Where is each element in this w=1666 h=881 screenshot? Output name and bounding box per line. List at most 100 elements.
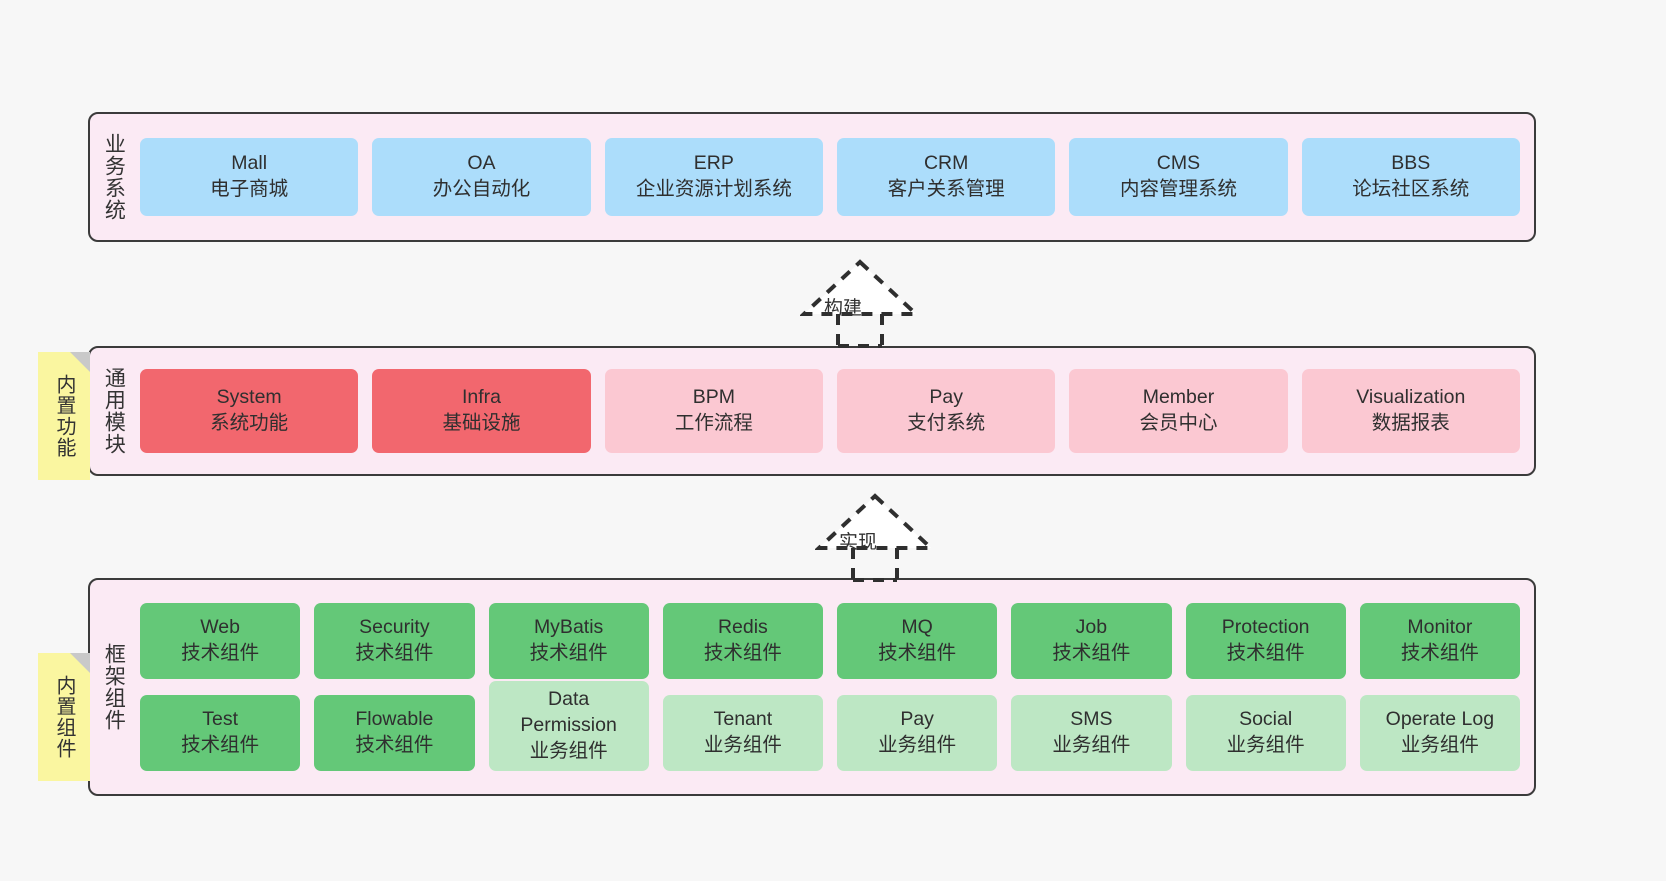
card-title: Test <box>202 708 238 731</box>
card-mybatis[interactable]: MyBatis 技术组件 <box>488 603 649 679</box>
business-systems-cards: Mall 电子商城 OA 办公自动化 ERP 企业资源计划系统 CRM 客户关系… <box>136 114 1534 240</box>
card-subtitle: 电子商城 <box>210 178 289 200</box>
card-title: Tenant <box>713 708 773 731</box>
card-oa[interactable]: OA 办公自动化 <box>372 138 591 216</box>
card-bbs[interactable]: BBS 论坛社区系统 <box>1301 138 1520 216</box>
sticky-note-text: 内置组件 <box>53 675 75 759</box>
card-title: Redis <box>717 616 768 639</box>
card-subtitle: 技术组件 <box>1400 642 1479 664</box>
section-common-modules: 通用模块 System 系统功能 Infra 基础设施 BPM 工作流程 Pay… <box>88 346 1536 476</box>
card-subtitle: 业务组件 <box>529 739 608 762</box>
card-title: BBS <box>1391 152 1431 175</box>
card-subtitle: 技术组件 <box>355 642 434 664</box>
card-protection[interactable]: Protection 技术组件 <box>1185 603 1346 679</box>
card-redis[interactable]: Redis 技术组件 <box>662 603 823 679</box>
card-crm[interactable]: CRM 客户关系管理 <box>836 138 1056 216</box>
card-title: Pay <box>929 386 963 409</box>
card-subtitle: 论坛社区系统 <box>1352 178 1470 200</box>
card-title: Visualization <box>1356 386 1466 409</box>
card-subtitle: 技术组件 <box>1226 642 1305 664</box>
card-subtitle: 技术组件 <box>181 734 260 756</box>
card-job[interactable]: Job 技术组件 <box>1011 603 1172 679</box>
card-title: BPM <box>692 386 735 409</box>
card-title: CRM <box>923 152 969 175</box>
card-sms[interactable]: SMS 业务组件 <box>1011 695 1172 771</box>
card-subtitle: 业务组件 <box>703 734 782 756</box>
card-title: Monitor <box>1407 616 1473 639</box>
card-title: Infra <box>461 386 501 409</box>
card-subtitle: 业务组件 <box>1400 734 1479 756</box>
sticky-note-builtin-functions: 内置功能 <box>38 352 90 480</box>
card-title: ERP <box>693 152 734 175</box>
card-title: CMS <box>1156 152 1201 175</box>
build-arrow <box>800 259 920 348</box>
card-subtitle: 基础设施 <box>442 412 521 434</box>
card-title: MQ <box>901 616 933 639</box>
card-pay[interactable]: Pay 支付系统 <box>836 369 1056 453</box>
card-subtitle: 业务组件 <box>1226 734 1305 756</box>
card-pay-component[interactable]: Pay 业务组件 <box>837 695 998 771</box>
card-mall[interactable]: Mall 电子商城 <box>140 138 359 216</box>
card-subtitle: 支付系统 <box>907 412 986 434</box>
card-test[interactable]: Test 技术组件 <box>140 695 301 771</box>
card-subtitle: 技术组件 <box>181 642 260 664</box>
card-title: Social <box>1239 708 1293 731</box>
card-subtitle: 技术组件 <box>1052 642 1131 664</box>
card-title: Member <box>1142 386 1215 409</box>
card-bpm[interactable]: BPM 工作流程 <box>604 369 823 453</box>
card-erp[interactable]: ERP 企业资源计划系统 <box>604 138 823 216</box>
implement-arrow-label: 实现 <box>839 532 878 553</box>
card-system[interactable]: System 系统功能 <box>140 369 359 453</box>
card-title: Pay <box>900 708 934 731</box>
card-subtitle: 业务组件 <box>878 734 957 756</box>
card-title: Flowable <box>355 708 434 731</box>
card-web[interactable]: Web 技术组件 <box>140 603 301 679</box>
card-title: Data <box>548 688 590 711</box>
card-subtitle: 技术组件 <box>355 734 434 756</box>
implement-arrow <box>815 493 935 582</box>
card-operate-log[interactable]: Operate Log 业务组件 <box>1359 695 1520 771</box>
card-subtitle: 办公自动化 <box>432 178 531 200</box>
section-business-systems: 业务系统 Mall 电子商城 OA 办公自动化 ERP 企业资源计划系统 CRM… <box>88 112 1536 242</box>
card-tenant[interactable]: Tenant 业务组件 <box>662 695 823 771</box>
card-monitor[interactable]: Monitor 技术组件 <box>1359 603 1520 679</box>
card-subtitle: 内容管理系统 <box>1119 178 1237 200</box>
section-label-business-systems: 业务系统 <box>102 133 126 221</box>
card-subtitle: 数据报表 <box>1371 412 1450 434</box>
framework-row-technical: Web 技术组件 Security 技术组件 MyBatis 技术组件 Redi… <box>140 603 1520 679</box>
card-member[interactable]: Member 会员中心 <box>1069 369 1288 453</box>
card-subtitle: 技术组件 <box>529 642 608 664</box>
card-visualization[interactable]: Visualization 数据报表 <box>1301 369 1520 453</box>
card-cms[interactable]: CMS 内容管理系统 <box>1069 138 1288 216</box>
common-modules-cards: System 系统功能 Infra 基础设施 BPM 工作流程 Pay 支付系统… <box>136 348 1534 474</box>
framework-components-cards: Web 技术组件 Security 技术组件 MyBatis 技术组件 Redi… <box>136 580 1534 794</box>
card-subtitle: 技术组件 <box>878 642 957 664</box>
card-mq[interactable]: MQ 技术组件 <box>837 603 998 679</box>
sticky-fold-icon <box>70 653 90 673</box>
section-label-framework-components: 框架组件 <box>102 643 126 731</box>
card-subtitle: 技术组件 <box>703 642 782 664</box>
card-title: SMS <box>1070 708 1113 731</box>
card-title: MyBatis <box>533 616 604 639</box>
card-title-line2: Permission <box>520 714 617 737</box>
implement-arrow-head <box>815 493 935 550</box>
card-title: Security <box>359 616 430 639</box>
sticky-note-text: 内置功能 <box>53 374 75 458</box>
card-subtitle: 业务组件 <box>1052 734 1131 756</box>
card-title: Protection <box>1221 616 1310 639</box>
card-title: Mall <box>231 152 268 175</box>
card-title: System <box>216 386 282 409</box>
sticky-note-builtin-components: 内置组件 <box>38 653 90 781</box>
card-data-permission[interactable]: Data Permission 业务组件 <box>488 681 649 771</box>
card-title: Operate Log <box>1385 708 1495 731</box>
card-security[interactable]: Security 技术组件 <box>314 603 475 679</box>
card-infra[interactable]: Infra 基础设施 <box>372 369 591 453</box>
build-arrow-stem <box>836 314 884 348</box>
build-arrow-head <box>800 259 920 316</box>
card-title: Web <box>200 616 240 639</box>
build-arrow-label: 构建 <box>824 298 863 319</box>
card-subtitle: 工作流程 <box>674 412 753 434</box>
card-social[interactable]: Social 业务组件 <box>1185 695 1346 771</box>
card-subtitle: 企业资源计划系统 <box>635 178 792 200</box>
card-flowable[interactable]: Flowable 技术组件 <box>314 695 475 771</box>
